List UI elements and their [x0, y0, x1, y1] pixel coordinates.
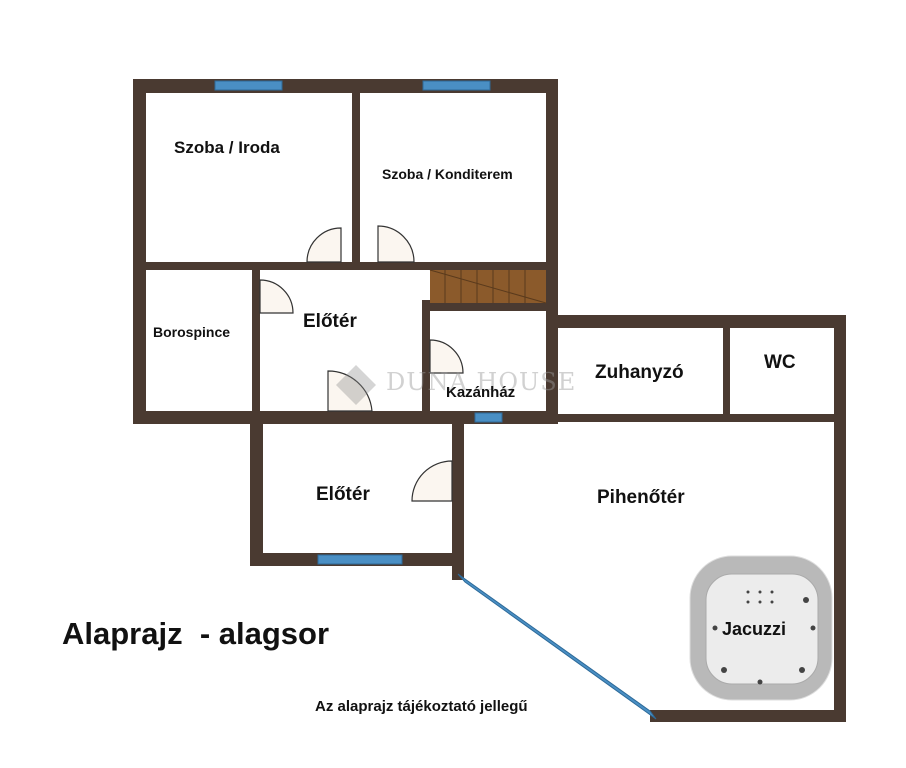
room-label-pihenoter: Pihenőtér [597, 487, 685, 508]
room-label-borospince: Borospince [153, 324, 231, 340]
jacuzzi-tub [689, 555, 833, 701]
watermark-logo [336, 365, 376, 405]
doors [259, 225, 464, 502]
room-label-szoba-konditerem: Szoba / Konditerem [382, 166, 513, 182]
room-label-zuhanyzo: Zuhanyzó [595, 362, 684, 383]
watermark-text: DUNA HOUSE [386, 368, 577, 396]
room-label-kazanhaz: Kazánház [446, 384, 516, 401]
walls [133, 79, 846, 722]
room-label-eloter-lower: Előtér [316, 484, 370, 505]
windows [214, 80, 657, 720]
room-label-jacuzzi: Jacuzzi [722, 619, 787, 639]
plan-title: Alaprajz - alagsor [62, 616, 330, 651]
disclaimer-note: Az alaprajz tájékoztató jellegű [315, 698, 528, 715]
room-label-eloter-upper: Előtér [303, 311, 357, 332]
stairs [429, 269, 547, 304]
room-label-szoba-iroda: Szoba / Iroda [174, 138, 280, 157]
room-label-wc: WC [764, 352, 796, 373]
